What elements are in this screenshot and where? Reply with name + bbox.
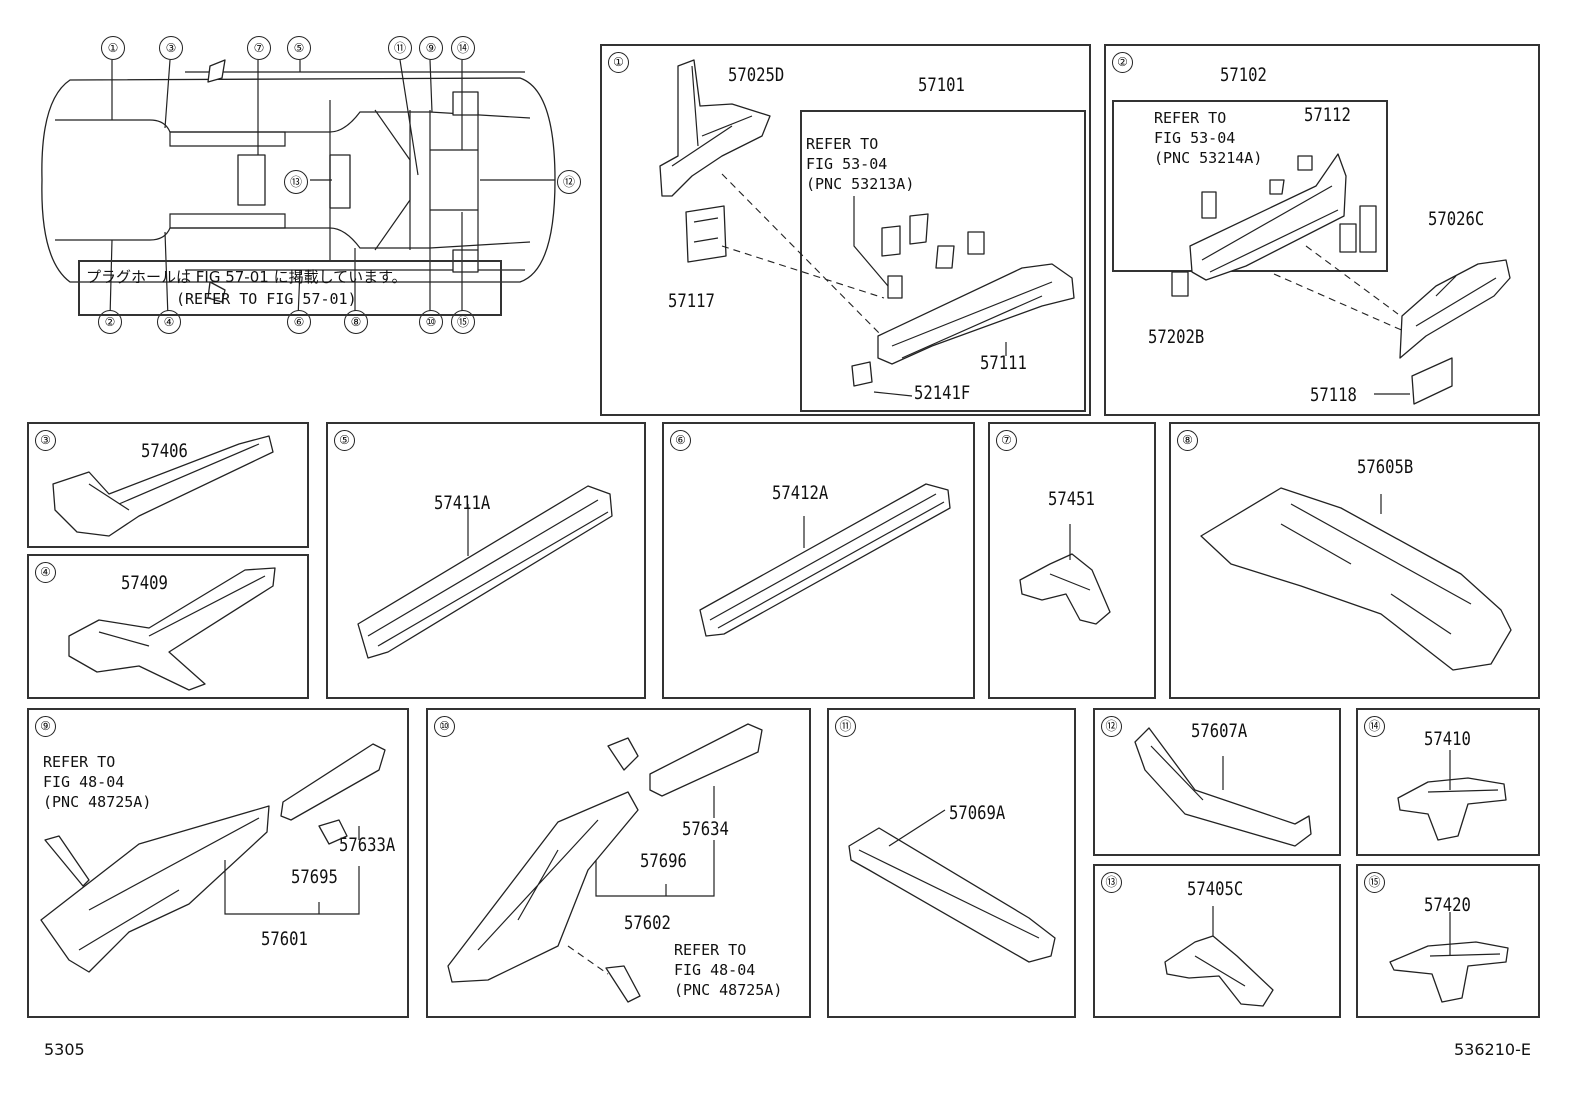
note-english: (REFER TO FIG 57-01) [176, 290, 357, 308]
panel-14: ⑭ 57410 [1356, 708, 1540, 856]
part-57410: 57410 [1424, 728, 1471, 750]
overview-diagram: ① ③ ⑦ ⑤ ⑪ ⑨ ⑭ ⑫ ⑬ ② ④ ⑥ ⑧ ⑩ ⑮ [0, 0, 600, 420]
callout-13: ⑬ [284, 170, 308, 194]
panel-5: ⑤ 57411A [326, 422, 646, 699]
panel-6-art [699, 483, 951, 637]
panel-8: ⑧ 57605B [1169, 422, 1540, 699]
panel-13: ⑬ 57405C [1093, 864, 1341, 1018]
subassembly-frame-57101 [800, 110, 1086, 412]
panel-number: ⑫ [1101, 716, 1122, 737]
part-57420: 57420 [1424, 894, 1471, 916]
panel-number: ④ [35, 562, 56, 583]
part-57405C: 57405C [1187, 878, 1244, 900]
panel-number: ⑤ [334, 430, 355, 451]
panel-11-art [848, 809, 1056, 963]
part-57118: 57118 [1310, 384, 1357, 406]
panel-7: ⑦ 57451 [988, 422, 1156, 699]
part-57102: 57102 [1220, 64, 1267, 86]
callout-1: ① [101, 36, 125, 60]
panel-1: ① 57025D 57101 REFER TO FIG 53-04 (PNC 5… [600, 44, 1091, 416]
part-57605B: 57605B [1357, 456, 1414, 478]
part-57111: 57111 [980, 352, 1027, 374]
part-57025D: 57025D [728, 64, 785, 86]
panel-number: ⑮ [1364, 872, 1385, 893]
panel-10-art [447, 723, 763, 1003]
part-57602: 57602 [624, 912, 671, 934]
part-57695: 57695 [291, 866, 338, 888]
ref-fig-53-04: REFER TO FIG 53-04 (PNC 53213A) [806, 135, 915, 193]
callout-12: ⑫ [557, 170, 581, 194]
part-57607A: 57607A [1191, 720, 1248, 742]
part-57406: 57406 [141, 440, 188, 462]
ref-fig-48-04: REFER TO FIG 48-04 (PNC 48725A) [674, 941, 783, 999]
subassembly-frame-57102 [1112, 100, 1388, 272]
callout-14: ⑭ [451, 36, 475, 60]
note-box: プラグホールは FIG 57-01 に掲載しています。 (REFER TO FI… [78, 260, 502, 316]
panel-number: ⑬ [1101, 872, 1122, 893]
part-57601: 57601 [261, 928, 308, 950]
panel-number: ⑥ [670, 430, 691, 451]
panel-number: ⑧ [1177, 430, 1198, 451]
callout-11: ⑪ [388, 36, 412, 60]
panel-4-art [68, 567, 276, 691]
ref-fig-48-04: REFER TO FIG 48-04 (PNC 48725A) [43, 753, 152, 811]
part-57409: 57409 [121, 572, 168, 594]
panel-8-art [1200, 487, 1512, 671]
panel-2: ② 57102 REFER TO FIG 53-04 (PNC 53214A) … [1104, 44, 1540, 416]
panel-number: ③ [35, 430, 56, 451]
part-57112: 57112 [1304, 104, 1351, 126]
panel-3-art [52, 435, 274, 537]
part-57101: 57101 [918, 74, 965, 96]
ref-fig-53-04: REFER TO FIG 53-04 (PNC 53214A) [1154, 109, 1263, 167]
part-57633A: 57633A [339, 834, 396, 856]
part-57069A: 57069A [949, 802, 1006, 824]
part-57026C: 57026C [1428, 208, 1485, 230]
panel-13-art [1164, 906, 1274, 1007]
panel-15: ⑮ 57420 [1356, 864, 1540, 1018]
panel-6: ⑥ 57412A [662, 422, 975, 699]
panel-number: ⑪ [835, 716, 856, 737]
part-57451: 57451 [1048, 488, 1095, 510]
callout-5: ⑤ [287, 36, 311, 60]
illustration-code: 536210-E [1454, 1040, 1531, 1059]
panel-12: ⑫ 57607A [1093, 708, 1341, 856]
panel-3: ③ 57406 [27, 422, 309, 548]
callout-7: ⑦ [247, 36, 271, 60]
panel-9-art [40, 743, 386, 973]
part-57634: 57634 [682, 818, 729, 840]
front-side-member-art [659, 59, 1075, 397]
panel-number: ⑦ [996, 430, 1017, 451]
panel-11: ⑪ 57069A [827, 708, 1076, 1018]
panel-number: ① [608, 52, 629, 73]
part-52141F: 52141F [914, 382, 971, 404]
part-57411A: 57411A [434, 492, 491, 514]
panel-10: ⑩ 57634 57696 57602 REFER TO FIG 48-04 (… [426, 708, 811, 1018]
part-57202B: 57202B [1148, 326, 1205, 348]
panel-5-art [357, 485, 613, 659]
panel-9: ⑨ REFER TO FIG 48-04 (PNC 48725A) 57633A… [27, 708, 409, 1018]
rear-side-member-art [1171, 153, 1511, 405]
callout-3: ③ [159, 36, 183, 60]
panel-12-art [1134, 727, 1312, 847]
panel-number: ⑨ [35, 716, 56, 737]
panel-number: ⑭ [1364, 716, 1385, 737]
panel-7-art [1019, 524, 1111, 625]
panel-4: ④ 57409 [27, 554, 309, 699]
panel-15-art [1389, 912, 1509, 1003]
panel-14-art [1397, 750, 1507, 841]
part-57117: 57117 [668, 290, 715, 312]
page-code: 5305 [44, 1040, 85, 1059]
part-57696: 57696 [640, 850, 687, 872]
callout-9: ⑨ [419, 36, 443, 60]
note-japanese: プラグホールは FIG 57-01 に掲載しています。 [86, 268, 407, 286]
panel-number: ② [1112, 52, 1133, 73]
panel-number: ⑩ [434, 716, 455, 737]
part-57412A: 57412A [772, 482, 829, 504]
